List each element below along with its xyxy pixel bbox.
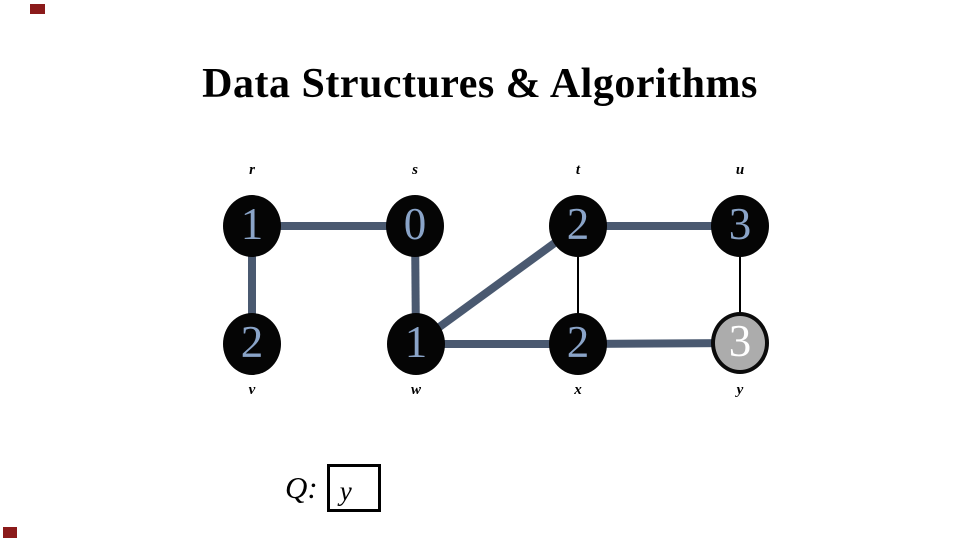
node-name-label-v: v [248, 382, 256, 398]
graph-node-w: 1 [387, 313, 445, 375]
template-accent-bottom-left [3, 527, 17, 538]
node-distance-value: 1 [404, 316, 428, 367]
graph-node-s: 0 [386, 195, 444, 257]
template-accent-top-left [30, 4, 45, 14]
graph-node-t: 2 [549, 195, 607, 257]
node-distance-value: 3 [728, 198, 752, 249]
graph-node-v: 2 [223, 313, 281, 375]
node-distance-value: 3 [728, 315, 752, 366]
queue-items: y [326, 464, 381, 512]
node-distance-value: 2 [566, 198, 590, 249]
slide-title: Data Structures & Algorithms [202, 61, 758, 107]
node-name-label-s: s [412, 162, 418, 178]
queue-row: Q: y [285, 464, 381, 512]
queue-item: y [339, 476, 352, 506]
node-distance-value: 1 [240, 198, 264, 249]
graph-node-r: 1 [223, 195, 281, 257]
queue-box: y [326, 464, 381, 512]
queue-label: Q: [285, 470, 318, 505]
graph-node-x: 2 [549, 313, 607, 375]
graph-node-u: 3 [711, 195, 769, 257]
graph-node-y: 3 [711, 312, 769, 374]
node-name-label-w: w [410, 382, 421, 398]
node-name-label-u: u [735, 162, 745, 178]
node-distance-value: 2 [240, 316, 264, 367]
node-name-label-t: t [575, 162, 581, 178]
graph-edge-t-w [413, 222, 581, 348]
node-name-label-r: r [249, 162, 255, 178]
node-distance-value: 0 [403, 198, 427, 249]
node-distance-value: 2 [566, 316, 590, 367]
node-name-label-y: y [736, 382, 744, 398]
node-name-label-x: x [574, 382, 582, 398]
